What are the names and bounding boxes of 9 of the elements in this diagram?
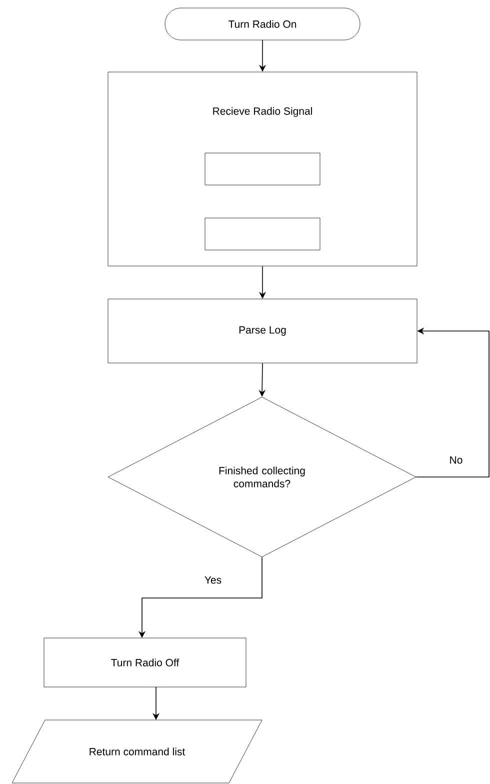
output-parallelogram: Return command list <box>12 720 262 784</box>
process-box: Turn Radio Off <box>44 638 246 688</box>
edge-label: No <box>448 455 464 465</box>
empty-box <box>204 152 320 186</box>
empty-box <box>204 218 320 250</box>
process-box: Parse Log <box>108 298 418 364</box>
edge-label: Yes <box>203 575 223 585</box>
terminal-pill: Turn Radio On <box>164 8 360 40</box>
process-container: Recieve Radio Signal <box>108 72 418 266</box>
